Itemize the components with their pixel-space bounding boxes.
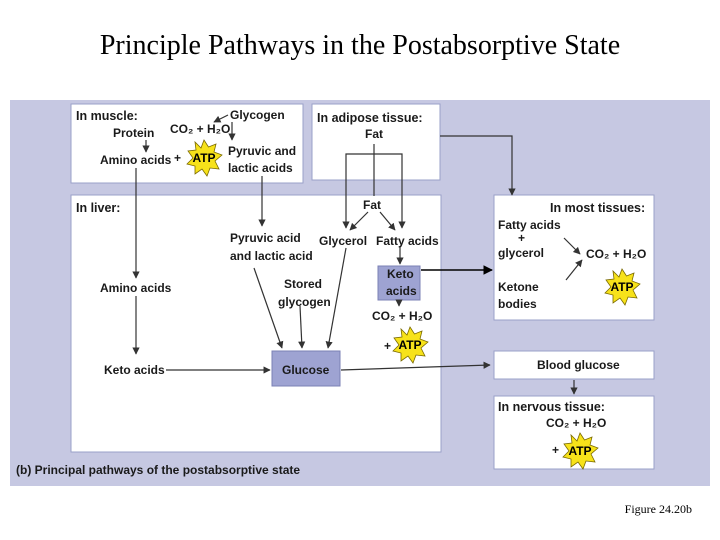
liver-fatty-acids: Fatty acids: [376, 234, 439, 248]
nervous-co2-h2o: CO₂ + H₂O: [546, 416, 606, 430]
muscle-protein: Protein: [113, 126, 154, 140]
atp-label: ATP: [192, 151, 215, 165]
liver-amino-acids: Amino acids: [100, 281, 172, 295]
liver-fat: Fat: [363, 198, 381, 212]
arrow-pyruvic-to-glucose: [253, 267, 284, 349]
atp-burst-shape: [562, 432, 599, 470]
arrow-liver-fat-to-glycerol: [349, 211, 369, 231]
liver-keto-line2: acids: [386, 284, 417, 298]
arrow-adipose-to-most-tissues: [440, 135, 516, 196]
liver-pyruvic-line1: Pyruvic acid: [230, 231, 301, 245]
liver-stored-line2: glycogen: [278, 295, 331, 309]
blood-glucose-box: [493, 350, 655, 380]
most-ketone-line1: Ketone: [498, 280, 539, 294]
arrow-adipose-to-fatty: [374, 153, 406, 229]
liver-glucose: Glucose: [282, 363, 330, 377]
atp-label: ATP: [568, 444, 591, 458]
most-glycerol: glycerol: [498, 246, 544, 260]
liver-pyruvic-line2: and lactic acid: [230, 249, 313, 263]
arrow-adipose-to-glycerol: [342, 153, 374, 229]
atp-burst-shape: [604, 268, 641, 306]
muscle-header: In muscle:: [76, 109, 138, 123]
muscle-box: [70, 103, 304, 184]
liver-plus: +: [384, 339, 391, 353]
arrow-glycogen-to-co2: [213, 114, 229, 123]
atp-burst-nervous: ATP: [562, 432, 599, 470]
muscle-co2-h2o: CO₂ + H₂O: [170, 122, 230, 136]
atp-label: ATP: [610, 280, 633, 294]
muscle-pyruvic-line1: Pyruvic and: [228, 144, 296, 158]
figure-reference: Figure 24.20b: [624, 502, 692, 516]
arrow-glucose-to-blood: [340, 361, 491, 371]
muscle-pyruvic-line2: lactic acids: [228, 161, 293, 175]
keto-acids-highlight: [377, 265, 421, 301]
liver-box: [70, 194, 442, 453]
atp-burst-shape: [186, 139, 223, 177]
muscle-plus: +: [174, 151, 181, 165]
most-fatty-acids: Fatty acids: [498, 218, 561, 232]
adipose-fat: Fat: [365, 127, 383, 141]
diagram-caption: (b) Principal pathways of the postabsorp…: [16, 463, 300, 477]
postabsorptive-pathways-diagram: ATP ATP ATP ATP In muscle: Glycogen Prot…: [10, 100, 710, 486]
arrow-glycerol-to-glucose: [325, 247, 347, 349]
glucose-highlight: [271, 350, 341, 387]
atp-burst-most-tissues: ATP: [604, 268, 641, 306]
liver-keto-line1: Keto: [387, 267, 414, 281]
liver-glycerol: Glycerol: [319, 234, 367, 248]
pathway-arrows: [132, 114, 583, 395]
liver-header: In liver:: [76, 201, 120, 215]
nervous-tissue-header: In nervous tissue:: [498, 400, 605, 414]
liver-stored-line1: Stored: [284, 277, 322, 291]
arrow-ketone-to-co2-most: [565, 259, 583, 281]
slide-title: Principle Pathways in the Postabsorptive…: [99, 30, 621, 61]
most-plus: +: [518, 231, 525, 245]
atp-burst-shape: [392, 326, 429, 364]
most-tissues-header: In most tissues:: [550, 201, 645, 215]
atp-label: ATP: [398, 338, 421, 352]
most-co2-h2o: CO₂ + H₂O: [586, 247, 646, 261]
atp-burst-muscle: ATP: [186, 139, 223, 177]
arrow-stored-glycogen-to-glucose: [298, 305, 306, 349]
blood-glucose-label: Blood glucose: [537, 358, 620, 372]
most-ketone-line2: bodies: [498, 297, 537, 311]
muscle-amino-acids: Amino acids: [100, 153, 172, 167]
adipose-header: In adipose tissue:: [317, 111, 423, 125]
muscle-glycogen: Glycogen: [230, 108, 285, 122]
adipose-box: [311, 103, 441, 181]
nervous-plus: +: [552, 443, 559, 457]
atp-burst-liver: ATP: [392, 326, 429, 364]
arrow-liver-fat-to-fatty: [379, 211, 396, 231]
liver-keto-acids: Keto acids: [104, 363, 165, 377]
liver-co2-h2o: CO₂ + H₂O: [372, 309, 432, 323]
arrow-fatty-to-co2-most: [563, 237, 581, 255]
